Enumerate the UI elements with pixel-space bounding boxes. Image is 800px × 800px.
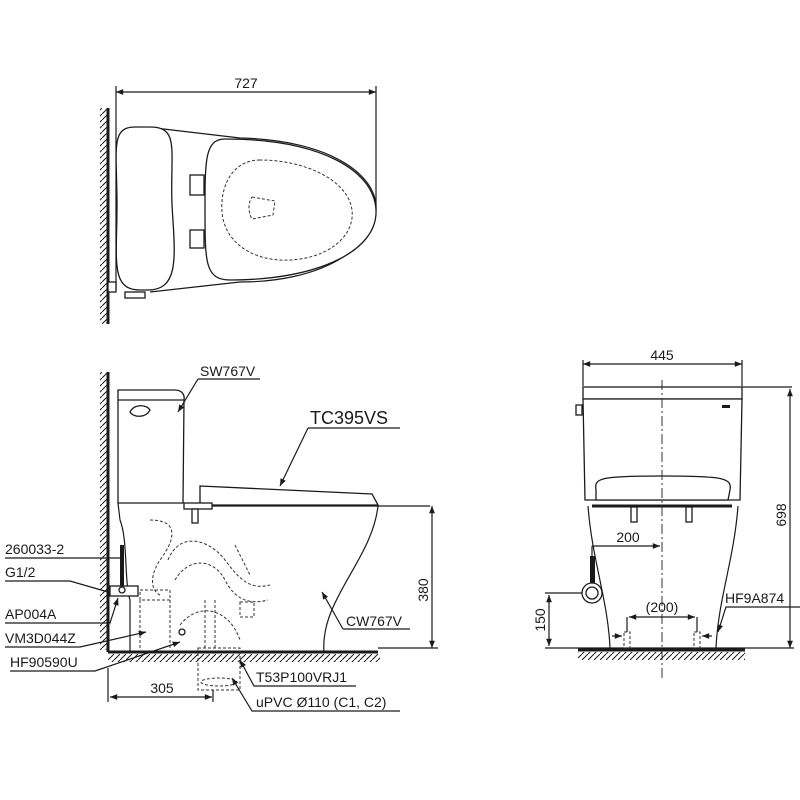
label-floor-fixing: HF90590U xyxy=(10,654,78,670)
seat-lid xyxy=(204,138,377,281)
label-seat: TC395VS xyxy=(310,408,388,428)
side-view: SW767V TC395VS CW767V 380 305 260033-2 G… xyxy=(5,363,438,712)
leader-line xyxy=(5,597,119,624)
supply-fitting xyxy=(124,291,146,299)
inlet-hidden xyxy=(139,589,171,601)
bowl-back xyxy=(117,502,131,652)
floor-hatch xyxy=(578,652,745,660)
flange-hidden xyxy=(179,610,241,641)
leader-line xyxy=(5,580,109,593)
supply-hose xyxy=(120,545,124,587)
wall-hatch xyxy=(100,372,108,650)
leader-line xyxy=(10,641,181,672)
leader-line xyxy=(177,378,199,413)
label-drain-adapter: T53P100VRJ1 xyxy=(256,669,347,685)
bowl-front xyxy=(587,505,739,649)
label-fixing-bolt: HF9A874 xyxy=(725,590,784,606)
floor-hatch xyxy=(108,654,380,662)
leader-line xyxy=(5,630,147,648)
stop-valve xyxy=(107,281,117,293)
label-inlet-part: VM3D044Z xyxy=(5,630,76,646)
top-view: 727 xyxy=(100,75,377,324)
dim-698-label: 698 xyxy=(773,503,789,527)
leader-line xyxy=(279,427,309,487)
supply-hose-front xyxy=(590,556,595,584)
valve-knob xyxy=(118,586,126,594)
dim-bolt-spacing-label: (200) xyxy=(646,599,679,615)
label-angle-valve: AP004A xyxy=(5,606,57,622)
tank-side xyxy=(117,389,185,504)
leader-line xyxy=(239,659,356,687)
bowl-front-curve xyxy=(323,505,379,653)
hinge xyxy=(189,174,205,196)
leader-line xyxy=(231,677,400,712)
button-hidden xyxy=(248,196,276,220)
label-tank: SW767V xyxy=(200,363,256,379)
tank-top xyxy=(115,126,175,291)
bolt-hidden xyxy=(623,631,631,649)
leader-line xyxy=(717,606,800,633)
bowl-rim-hidden xyxy=(221,159,353,261)
label-supply-hose: 260033-2 xyxy=(5,541,64,557)
label-drain-pipe: uPVC Ø110 (C1, C2) xyxy=(256,694,386,710)
leader-line xyxy=(321,591,344,630)
flush-lever xyxy=(575,404,583,416)
drain-pipe-hidden xyxy=(197,647,241,691)
inlet-hidden xyxy=(139,600,171,650)
dim-380-label: 380 xyxy=(415,578,431,602)
dim-305-label: 305 xyxy=(150,680,174,696)
trap-hidden xyxy=(239,601,255,618)
flush-button-icon xyxy=(129,405,151,417)
label-thread: G1/2 xyxy=(5,564,36,580)
dim-200-label: 200 xyxy=(616,529,640,545)
tank-mark xyxy=(722,405,730,408)
seat-front xyxy=(595,475,731,501)
valve-inner xyxy=(585,586,599,600)
trapway-hidden xyxy=(167,540,271,587)
bolt-hidden xyxy=(693,631,701,649)
hinge xyxy=(189,229,205,249)
outlet-hidden xyxy=(204,600,216,650)
drain-pipe-hidden xyxy=(200,677,238,687)
fixing-bolt xyxy=(178,628,186,636)
hinge-bolt xyxy=(685,506,693,523)
wall-hatch xyxy=(100,108,108,324)
hinge-bolt xyxy=(630,506,638,523)
label-bowl: CW767V xyxy=(346,613,403,629)
trapway-hidden xyxy=(174,562,269,603)
trapway-hidden xyxy=(149,519,173,596)
dim-445-label: 445 xyxy=(650,347,674,363)
hinge-bolt xyxy=(191,508,199,524)
dim-727-label: 727 xyxy=(234,75,258,91)
trapway-hidden xyxy=(234,544,251,576)
dim-150-label: 150 xyxy=(532,608,548,632)
front-view: 445 698 200 150 xyxy=(532,347,800,678)
seat-side xyxy=(199,485,380,506)
tank-front xyxy=(582,398,743,501)
seat-hinge xyxy=(183,502,213,510)
